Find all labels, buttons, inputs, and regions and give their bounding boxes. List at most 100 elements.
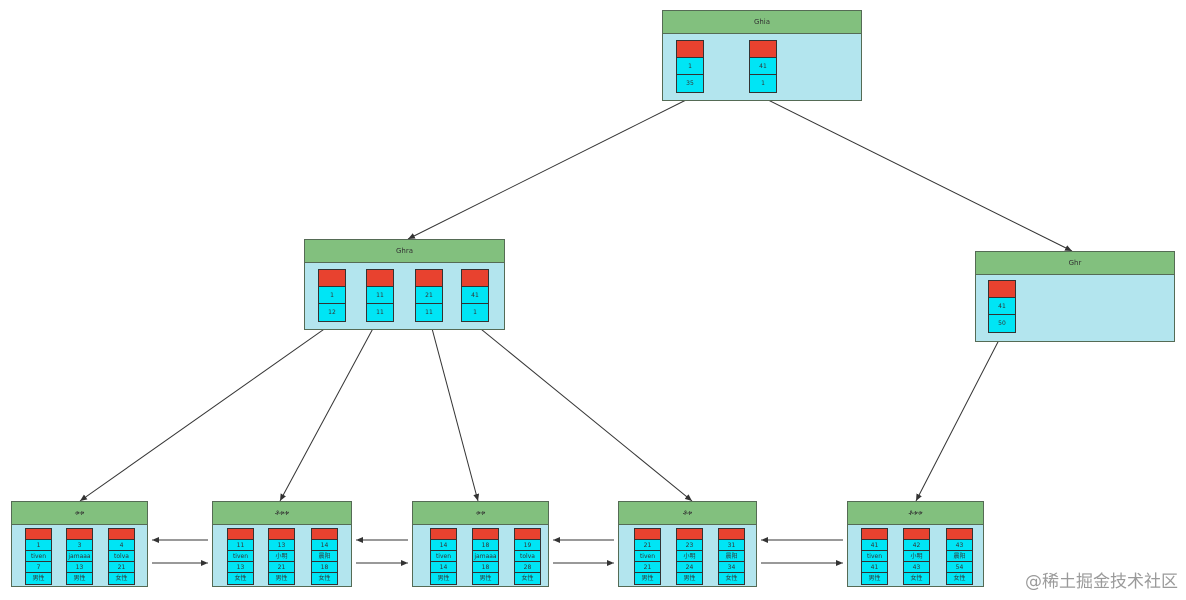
- record-field: 男性: [677, 573, 702, 584]
- record-field: 女性: [719, 573, 744, 584]
- record-field: 11: [367, 304, 393, 321]
- record-field: 28: [515, 562, 540, 573]
- record-field: 7: [26, 562, 51, 573]
- record-field: 14: [312, 540, 337, 551]
- record-field: tolva: [109, 551, 134, 562]
- record-field: tiven: [228, 551, 253, 562]
- record-field: 1: [462, 304, 488, 321]
- record-field: 1: [677, 58, 703, 75]
- record-header: [635, 529, 660, 540]
- record-header: [367, 270, 393, 287]
- record-header: [312, 529, 337, 540]
- page-title: ቶቱቱ: [213, 502, 351, 525]
- tree-edge: [475, 324, 693, 502]
- record-field: 41: [989, 298, 1015, 315]
- record-field: 1: [26, 540, 51, 551]
- record-field: 男性: [635, 573, 660, 584]
- record-field: tolva: [515, 551, 540, 562]
- page-title: ቱቱ: [413, 502, 548, 525]
- record-field: 14: [431, 562, 456, 573]
- record-field: 41: [862, 562, 887, 573]
- record-field: 21: [635, 540, 660, 551]
- record-field: 13: [67, 562, 92, 573]
- record-header: [862, 529, 887, 540]
- record-field: 43: [904, 562, 929, 573]
- record-field: 21: [269, 562, 294, 573]
- tree-edge: [915, 337, 1001, 502]
- record-header: [431, 529, 456, 540]
- record-field: 41: [462, 287, 488, 304]
- record-field: 男性: [269, 573, 294, 584]
- record-field: 晨阳: [947, 551, 972, 562]
- record-field: tiven: [26, 551, 51, 562]
- record-field: 3: [67, 540, 92, 551]
- record-field: 男性: [473, 573, 498, 584]
- record-field: tiven: [635, 551, 660, 562]
- record-field: 21: [416, 287, 442, 304]
- record-field: 1: [750, 75, 776, 92]
- record-field: tiven: [431, 551, 456, 562]
- record-field: 小明: [677, 551, 702, 562]
- record-header: [750, 41, 776, 58]
- record-header: [515, 529, 540, 540]
- record-field: 13: [269, 540, 294, 551]
- watermark: @稀土掘金技术社区: [1025, 572, 1178, 592]
- record-header: [719, 529, 744, 540]
- page-title: ቶቱ: [619, 502, 756, 525]
- record-header: [677, 41, 703, 58]
- record-field: 11: [228, 540, 253, 551]
- tree-edge: [429, 320, 480, 502]
- record-field: 18: [473, 540, 498, 551]
- record-field: tiven: [862, 551, 887, 562]
- record-field: 31: [719, 540, 744, 551]
- record-header: [473, 529, 498, 540]
- record-field: 35: [677, 75, 703, 92]
- record-header: [462, 270, 488, 287]
- page-title: Ghr: [976, 252, 1174, 275]
- page-title: ቱቱ: [12, 502, 147, 525]
- record-header: [319, 270, 345, 287]
- record-field: 男性: [67, 573, 92, 584]
- record-header: [67, 529, 92, 540]
- record-header: [269, 529, 294, 540]
- record-field: 晨阳: [312, 551, 337, 562]
- record-field: 女性: [904, 573, 929, 584]
- page-title: ቶቱቱ: [848, 502, 983, 525]
- record-field: 11: [416, 304, 442, 321]
- record-field: 12: [319, 304, 345, 321]
- record-field: 41: [750, 58, 776, 75]
- record-field: 19: [515, 540, 540, 551]
- page-title: Ghia: [663, 11, 861, 34]
- record-field: 50: [989, 315, 1015, 332]
- record-header: [109, 529, 134, 540]
- record-field: 4: [109, 540, 134, 551]
- record-field: 14: [431, 540, 456, 551]
- page-title: Ghra: [305, 240, 504, 263]
- record-field: 男性: [26, 573, 51, 584]
- record-header: [416, 270, 442, 287]
- record-field: 43: [947, 540, 972, 551]
- record-field: 21: [635, 562, 660, 573]
- record-header: [228, 529, 253, 540]
- record-field: 24: [677, 562, 702, 573]
